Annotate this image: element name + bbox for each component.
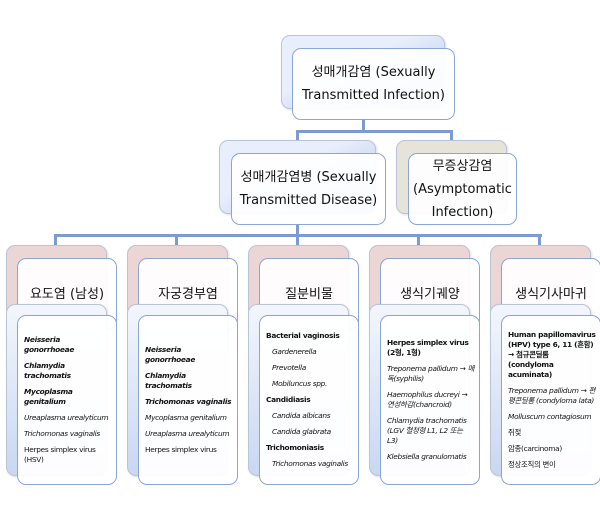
list-item: Candida albicans bbox=[272, 411, 331, 420]
list-item: Ureaplasma urealyticum bbox=[145, 429, 230, 438]
list-item: Herpes simplex virus bbox=[145, 445, 217, 454]
std-node: 성매개감염병 (Sexually Transmitted Disease) bbox=[231, 153, 386, 225]
list-item: Herpes simplex virus (2형, 1형) bbox=[387, 338, 469, 357]
list-item: Candidiasis bbox=[266, 395, 311, 404]
connector bbox=[296, 130, 299, 142]
category-label: 생식기궤양 bbox=[400, 286, 460, 302]
list-item: Herpes simplex virus (HSV) bbox=[24, 445, 96, 464]
connector bbox=[296, 225, 299, 236]
list-item: 정상조직의 변이 bbox=[508, 460, 556, 469]
list-item: Prevotella bbox=[272, 363, 307, 372]
std-label: 성매개감염병 (Sexually Transmitted Disease) bbox=[239, 170, 378, 208]
list-item: Trichomonas vaginalis bbox=[24, 429, 100, 438]
category-label: 질분비물 bbox=[285, 286, 333, 302]
list-item: Candida glabrata bbox=[272, 427, 331, 436]
list-item: Gardenerella bbox=[272, 347, 317, 356]
list-item: Treponema pallidum → 매독(syphilis) bbox=[387, 364, 475, 383]
list-item: Chlamydia trachomatis bbox=[145, 371, 192, 390]
connector bbox=[450, 130, 453, 142]
list-item: Human papillomavirus (HPV) type 6, 11 (흔… bbox=[508, 330, 596, 379]
connector bbox=[296, 130, 452, 133]
category-label: 자궁경부염 bbox=[158, 286, 218, 302]
list-item: Treponema pallidum → 편평콘딜롬 (condyloma la… bbox=[508, 386, 596, 405]
list-item: 쥐젖 bbox=[508, 428, 521, 437]
genital-ulcer-list: Herpes simplex virus (2형, 1형) Treponema p… bbox=[380, 315, 480, 485]
category-label: 요도염 (남성) bbox=[29, 286, 105, 302]
list-item: Trichomoniasis bbox=[266, 443, 324, 452]
connector bbox=[296, 234, 299, 246]
root-label: 성매개감염 (Sexually Transmitted Infection) bbox=[302, 65, 445, 103]
list-item: Molluscum contagiosum bbox=[508, 412, 592, 421]
connector bbox=[175, 234, 178, 246]
connector bbox=[54, 234, 57, 246]
connector bbox=[362, 119, 365, 132]
list-item: Neisseria gonorrhoeae bbox=[145, 345, 196, 364]
list-item: Neisseria gonorrhoeae bbox=[24, 335, 75, 354]
list-item: Chlamydia trachomatis bbox=[24, 361, 71, 380]
genital-warts-list: Human papillomavirus (HPV) type 6, 11 (흔… bbox=[501, 315, 600, 485]
connector bbox=[417, 234, 420, 246]
list-item: Ureaplasma urealyticum bbox=[24, 413, 109, 422]
list-item: Trichomonas vaginalis bbox=[145, 397, 232, 406]
list-item: Bacterial vaginosis bbox=[266, 331, 340, 340]
asymptomatic-node: 무증상감염 (Asymptomatic Infection) bbox=[408, 153, 517, 225]
connector bbox=[538, 234, 541, 246]
list-item: Mycoplasma genitalium bbox=[145, 413, 227, 422]
root-node: 성매개감염 (Sexually Transmitted Infection) bbox=[292, 48, 455, 120]
list-item: Mobiluncus spp. bbox=[272, 379, 328, 388]
list-item: Mycoplasma genitalium bbox=[24, 387, 73, 406]
list-item: Trichomonas vaginalis bbox=[272, 459, 348, 468]
list-item: Haemophilus ducreyi → 연성하감(chancroid) bbox=[387, 390, 468, 409]
list-item: 암종(carcinoma) bbox=[508, 444, 562, 453]
list-item: Chlamydia trachomatis (LGV 혈청형 L1, L2 또는… bbox=[387, 416, 467, 445]
asymptomatic-label: 무증상감염 (Asymptomatic Infection) bbox=[413, 158, 512, 220]
category-label: 생식기사마귀 bbox=[515, 286, 587, 302]
list-item: Klebsiella granulomatis bbox=[387, 452, 467, 461]
